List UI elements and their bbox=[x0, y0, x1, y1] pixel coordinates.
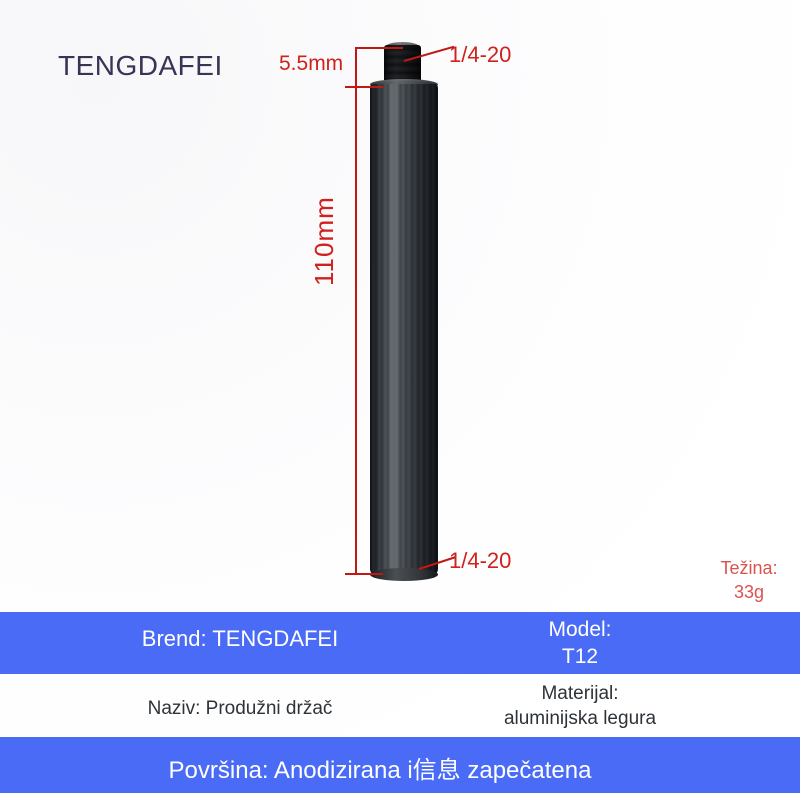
model-label: Model: bbox=[548, 618, 612, 641]
dimension-tick-middle bbox=[345, 86, 383, 88]
dimension-tick-top bbox=[355, 47, 403, 49]
spec-row: Naziv: Produžni držač Materijal: alumini… bbox=[0, 682, 800, 734]
info-bar-brand-model: Brend: TENGDAFEI Model: T12 bbox=[0, 612, 800, 674]
product-illustration bbox=[370, 42, 438, 581]
info-bar-surface: Površina: Anodizirana i信息 zapečatena bbox=[0, 737, 800, 793]
material-block: Materijal: aluminijska legura bbox=[430, 682, 730, 731]
model-block: Model: T12 bbox=[430, 617, 730, 671]
label-bottom-thread-spec: 1/4-20 bbox=[449, 548, 512, 573]
label-top-thread-spec: 1/4-20 bbox=[449, 42, 512, 67]
product-name-text: Naziv: Produžni držač bbox=[147, 698, 333, 719]
dimension-label-thread-height: 5.5mm bbox=[279, 52, 344, 75]
weight-label: Težina: bbox=[720, 558, 778, 578]
brand-text: Brend: TENGDAFEI bbox=[141, 626, 339, 651]
rod-knurled-body bbox=[370, 84, 438, 575]
weight-note: Težina: 33g bbox=[694, 556, 800, 605]
dimension-label-total-length: 110mm bbox=[309, 196, 339, 286]
rod-bottom-cap bbox=[370, 568, 438, 581]
material-value: aluminijska legura bbox=[503, 707, 657, 729]
surface-text: Površina: Anodizirana i信息 zapečatena bbox=[168, 757, 592, 784]
dimension-line-length-vertical bbox=[355, 88, 357, 575]
model-value: T12 bbox=[561, 644, 599, 668]
weight-value: 33g bbox=[733, 582, 765, 603]
material-label: Materijal: bbox=[541, 683, 619, 704]
brand-logo: TENGDAFEI bbox=[58, 50, 223, 81]
dimension-tick-bottom bbox=[345, 573, 383, 575]
dimension-line-thread-vertical bbox=[355, 48, 357, 88]
